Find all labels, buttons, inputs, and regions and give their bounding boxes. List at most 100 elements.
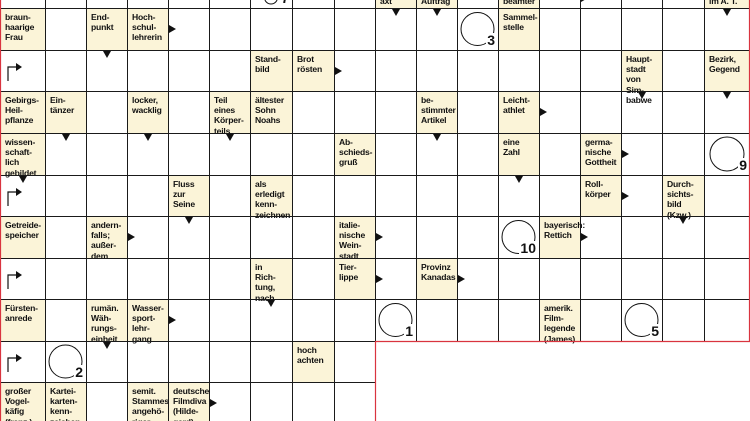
hook-arrow-head [16,187,22,196]
clue-text: italie- nische Wein- stadt [339,220,366,261]
clue-text: Roll- körper [585,179,611,200]
clue-cell: im A. T. [704,0,750,8]
arrow-down-icon [637,92,646,99]
clue-text: Leicht- athlet [503,95,530,116]
clue-cell: beamter [498,0,539,8]
arrow-right-icon [622,191,629,200]
circle-ring [709,136,745,172]
clue-text: Auftrag [421,0,451,6]
hook-arrow-icon [7,187,22,206]
clue-text: locker, wacklig [132,95,162,116]
clue-text: Brot rösten [297,54,323,75]
hook-arrow-icon [7,270,22,289]
arrow-down-icon [61,134,70,141]
clue-text: End- punkt [91,12,114,33]
clue-cell: Getreide- speicher [0,216,45,258]
clue-text: axt [380,0,392,6]
clue-cell: Roll- körper [580,175,621,216]
clue-cell: als erledigt kenn- zeichnen [250,175,292,220]
solution-circle [48,344,83,379]
clue-cell: Stand- bild [250,50,292,91]
clue-text: eine Zahl [503,137,520,158]
hook-arrow-line [7,190,16,206]
clue-cell: Wasser- sport- lehr- gang [127,299,168,344]
circle-ring [378,303,413,337]
clue-text: Provinz Kanadas [421,262,456,283]
arrow-right-icon [169,25,176,33]
clue-cell: locker, wacklig [127,91,168,133]
hook-arrow-line [7,356,16,372]
circle-ring [48,344,83,379]
clue-text: in Rich- tung, nach [255,262,276,303]
arrow-down-icon [432,9,441,16]
clue-cell: rumän. Wäh- rungs- einheit [86,299,127,344]
solution-number: 7 [280,0,290,5]
solution-circle [378,303,413,337]
clue-text: Bezirk, Gegend [709,54,740,75]
clue-cell: Fürsten- anrede [0,299,45,341]
hook-arrow-head [16,270,22,279]
clue-text: Fluss zur Seine [173,179,195,210]
clue-cell: Ab- schieds- gruß [334,133,375,175]
clue-cell: eine Zahl [498,133,539,175]
solution-circle [501,220,536,254]
clue-cell: Auftrag [416,0,457,8]
clue-text: Getreide- speicher [5,220,41,241]
arrow-down-icon [184,217,193,224]
arrow-down-icon [102,342,111,349]
hook-arrow-head [16,62,22,71]
arrow-right-icon [376,233,383,241]
clue-cell: Provinz Kanadas [416,258,457,299]
arrow-down-icon [102,51,111,58]
hook-arrow-icon [7,62,22,81]
clue-text: hoch achten [297,345,324,366]
clue-cell: Haupt- stadt von Sim- babwe [621,50,662,105]
clue-cell: Teil eines Körper- teils [209,91,250,136]
clue-text: im A. T. [709,0,738,6]
clue-cell: Kartei- karten- kenn- zeichen [45,382,86,421]
arrow-right-icon [458,274,465,283]
clue-text: be- stimmter Artikel [421,95,456,126]
arrow-down-icon [391,9,400,16]
arrow-right-icon [622,150,629,158]
hook-arrow-line [7,65,16,81]
circle-ring [624,303,659,337]
arrow-right-icon [169,316,176,324]
clue-text: braun- haarige Frau [5,12,35,43]
solution-number: 1 [404,323,414,339]
clue-text: Ein- tänzer [50,95,75,116]
solution-circle [709,136,745,172]
clue-text: Teil eines Körper- teils [214,95,244,136]
clue-cell: Ein- tänzer [45,91,86,133]
arrow-down-icon [432,134,441,141]
circle-ring [264,0,278,5]
hook-arrow-line [7,273,16,289]
clue-text: Hoch- schul- lehrerin [132,12,162,43]
arrow-down-icon [723,9,731,16]
arrow-down-icon [143,134,152,141]
clue-text: Ab- schieds- gruß [339,137,373,168]
arrow-right-icon [335,66,342,75]
clue-cell: Brot rösten [292,50,334,91]
clue-cell: ältester Sohn Noahs [250,91,292,133]
arrow-right-icon [210,399,217,407]
clue-cell: Hoch- schul- lehrerin [127,8,168,50]
solution-circle [460,12,495,46]
clue-text: beamter [503,0,536,6]
clue-cell: in Rich- tung, nach [250,258,292,303]
clue-text: Tier- lippe [339,262,359,283]
arrow-down-icon [514,176,523,183]
clue-text: als erledigt kenn- zeichnen [255,179,291,220]
clue-text: Gebirgs- Heil- pflanze [5,95,39,126]
solution-circle [264,0,278,5]
clue-text: deutsche Filmdiva (Hilde- gard) [173,386,210,421]
arrow-right-icon [128,233,135,241]
arrow-right-icon [581,233,588,241]
solution-number: 10 [519,240,537,256]
circle-ring [460,12,495,46]
arrow-right-icon [376,274,383,283]
clue-cell: Leicht- athlet [498,91,539,133]
solution-circle [624,303,659,337]
clue-text: germa- nische Gottheit [585,137,617,168]
